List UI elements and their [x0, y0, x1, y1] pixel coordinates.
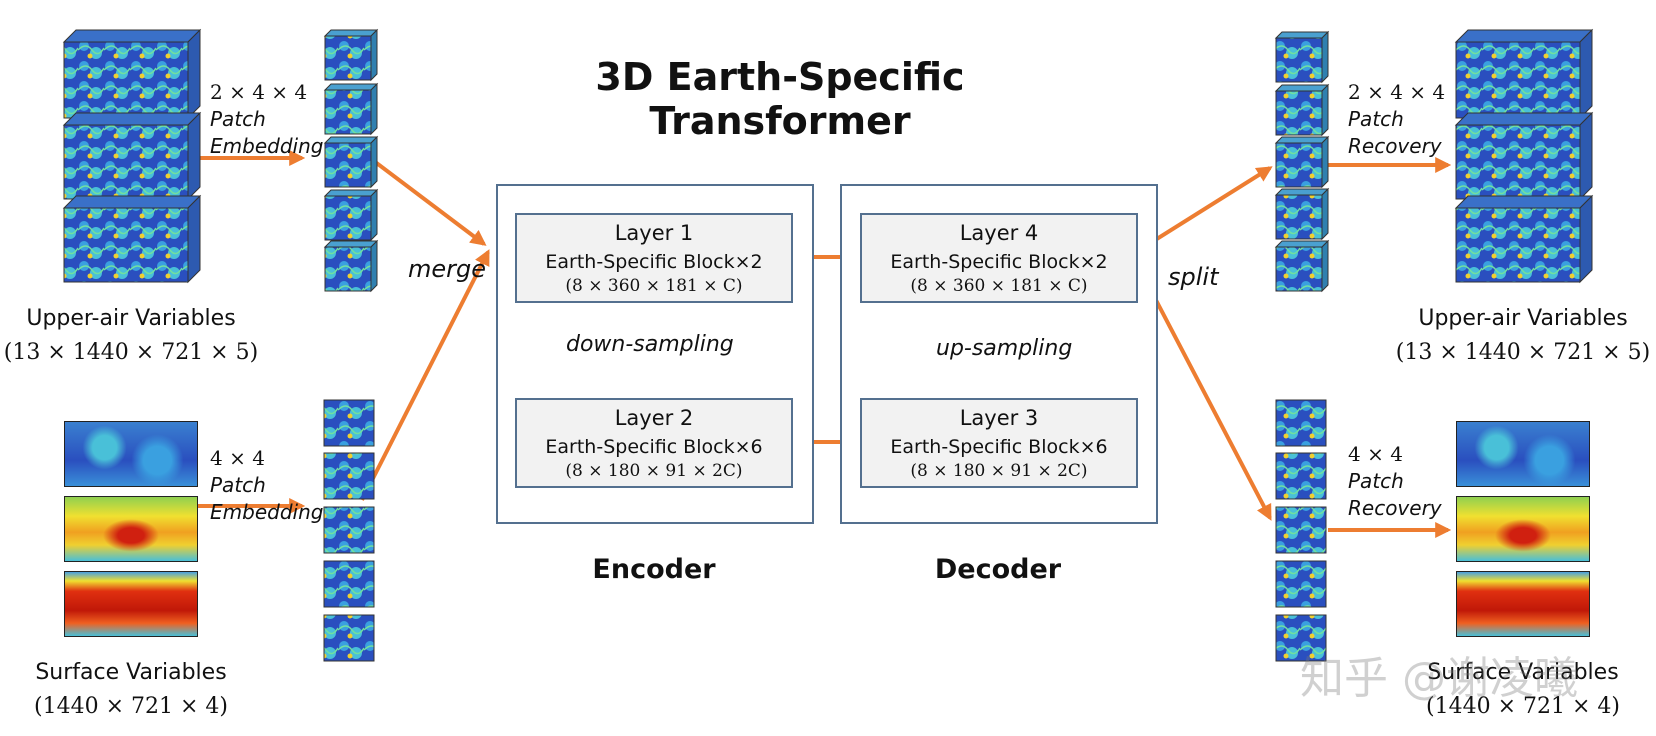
left-upper-patch-cubes — [323, 28, 379, 293]
down-sampling-label: down-sampling — [566, 332, 734, 357]
right-upper-dims: (13 × 1440 × 721 × 5) — [1395, 340, 1651, 365]
layer2-dims: (8 × 180 × 91 × 2C) — [565, 461, 743, 481]
left-upper-dims: (13 × 1440 × 721 × 5) — [3, 340, 259, 365]
right-upper-patch-size: 2 × 4 × 4 — [1348, 80, 1446, 104]
right-upper-patch-cubes — [1274, 30, 1330, 293]
layer4-dims: (8 × 360 × 181 × C) — [910, 276, 1088, 296]
arrow-merge-upper — [360, 150, 487, 246]
layer3-block: Earth-Specific Block×6 — [890, 436, 1108, 458]
layer1-title: Layer 1 — [614, 221, 694, 245]
left-surface-dims: (1440 × 721 × 4) — [34, 694, 228, 719]
right-surface-dims: (1440 × 721 × 4) — [1426, 694, 1620, 719]
layer1-dims: (8 × 360 × 181 × C) — [565, 276, 743, 296]
merge-label: merge — [408, 255, 487, 283]
layer3-title: Layer 3 — [959, 406, 1039, 430]
right-surface-patch-line2: Recovery — [1348, 496, 1442, 520]
up-sampling-label: up-sampling — [936, 336, 1073, 361]
left-upper-patch-line1: Patch — [210, 107, 266, 131]
left-surface-patch-cubes — [323, 399, 375, 662]
arrow-merge-surface — [360, 249, 490, 501]
watermark: 知乎 @谢凌曦 — [1300, 653, 1578, 704]
right-surface-map-2 — [1456, 496, 1590, 562]
layer4-title: Layer 4 — [959, 221, 1039, 245]
right-surface-patch-line1: Patch — [1348, 469, 1404, 493]
layer2-box: Layer 2 Earth-Specific Block×6 (8 × 180 … — [515, 398, 793, 488]
layer4-block: Earth-Specific Block×2 — [890, 251, 1108, 273]
left-surface-map-1 — [64, 421, 198, 487]
right-surface-patch-size: 4 × 4 — [1348, 442, 1403, 466]
left-upper-patch-size: 2 × 4 × 4 — [210, 80, 308, 104]
left-surface-map-2 — [64, 496, 198, 562]
left-surface-patch-line2: Embedding — [210, 500, 324, 524]
encoder-label: Encoder — [592, 554, 716, 585]
left-surface-label: Surface Variables — [35, 660, 227, 685]
right-upper-cubes — [1454, 28, 1594, 284]
right-upper-label: Upper-air Variables — [1418, 306, 1628, 331]
layer3-dims: (8 × 180 × 91 × 2C) — [910, 461, 1088, 481]
layer3-box: Layer 3 Earth-Specific Block×6 (8 × 180 … — [860, 398, 1138, 488]
right-upper-patch-line1: Patch — [1348, 107, 1404, 131]
left-surface-patch-line1: Patch — [210, 473, 266, 497]
layer4-box: Layer 4 Earth-Specific Block×2 (8 × 360 … — [860, 213, 1138, 303]
left-surface-map-3 — [64, 571, 198, 637]
left-upper-cubes — [62, 28, 202, 284]
right-surface-map-3 — [1456, 571, 1590, 637]
right-surface-label: Surface Variables — [1427, 660, 1619, 685]
layer2-title: Layer 2 — [614, 406, 694, 430]
left-upper-patch-line2: Embedding — [210, 134, 324, 158]
diagram-title: 3D Earth-Specific Transformer — [595, 55, 965, 143]
right-surface-patch-cubes — [1275, 399, 1327, 662]
layer1-box: Layer 1 Earth-Specific Block×2 (8 × 360 … — [515, 213, 793, 303]
right-upper-patch-line2: Recovery — [1348, 134, 1442, 158]
layer1-block: Earth-Specific Block×2 — [545, 251, 763, 273]
left-upper-label: Upper-air Variables — [26, 306, 236, 331]
split-label: split — [1168, 263, 1219, 291]
layer2-block: Earth-Specific Block×6 — [545, 436, 763, 458]
right-surface-map-1 — [1456, 421, 1590, 487]
decoder-label: Decoder — [934, 554, 1062, 585]
left-surface-patch-size: 4 × 4 — [210, 446, 265, 470]
